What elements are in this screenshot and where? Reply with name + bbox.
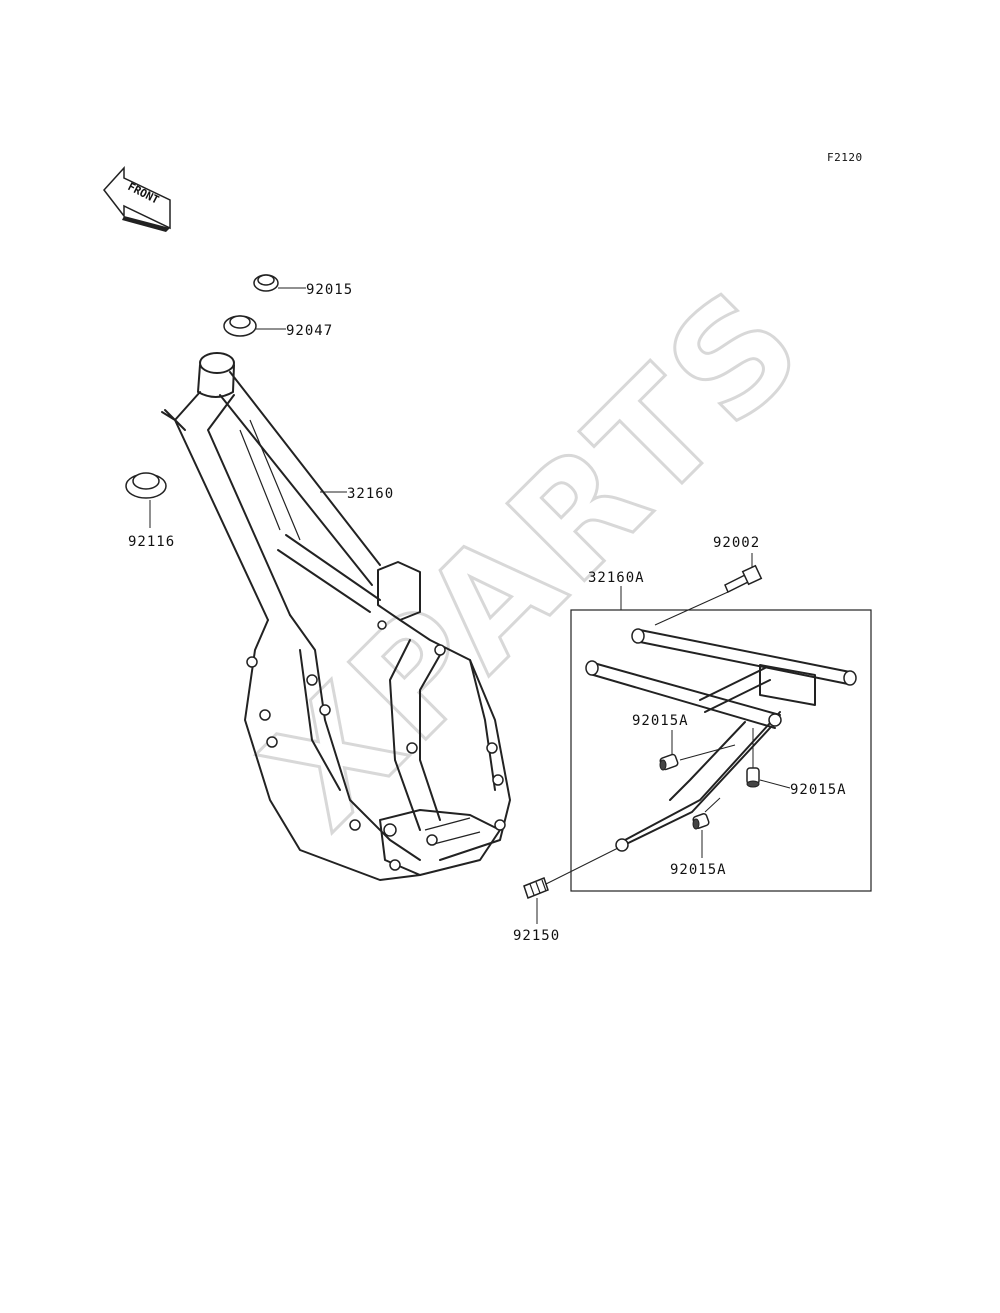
part-92015A-bottom xyxy=(692,813,710,830)
front-arrow-icon: FRONT xyxy=(103,166,171,232)
part-92150-bolt xyxy=(523,877,549,899)
label-92015: 92015 xyxy=(306,282,353,298)
diagram-code: F2120 xyxy=(827,151,863,164)
label-92015A-right: 92015A xyxy=(790,782,847,798)
label-32160: 32160 xyxy=(347,486,394,502)
label-92002: 92002 xyxy=(713,535,760,551)
label-32160A: 32160A xyxy=(588,570,645,586)
label-92015A-top: 92015A xyxy=(632,713,689,729)
main-frame-32160 xyxy=(161,352,511,881)
label-92015A-bottom: 92015A xyxy=(670,862,727,878)
part-92116-seal xyxy=(125,472,167,499)
part-92015-nut xyxy=(253,274,279,292)
part-92015A-top xyxy=(659,753,679,771)
part-92047-bearing xyxy=(223,315,257,337)
subframe-32160A xyxy=(585,628,857,852)
label-92047: 92047 xyxy=(286,323,333,339)
subframe-box xyxy=(570,609,872,892)
label-92150: 92150 xyxy=(513,928,560,944)
part-92015A-right xyxy=(746,767,760,788)
label-92116: 92116 xyxy=(128,534,175,550)
part-92002-bolt xyxy=(724,564,763,594)
